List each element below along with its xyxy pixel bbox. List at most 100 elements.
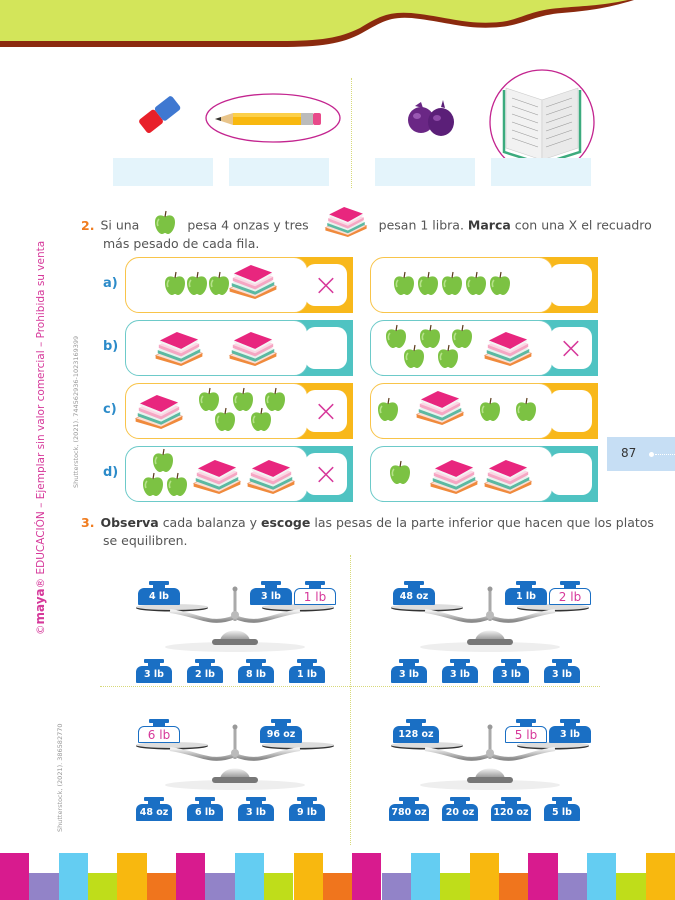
weight-handle [399,797,419,801]
weight-option[interactable]: 3 lb [493,659,529,683]
weight-handle [144,797,164,801]
weight-neck [153,723,165,726]
x-mark: × [313,393,339,429]
weight-option[interactable]: 5 lb [544,797,580,821]
weight-label: 5 lb [544,804,580,821]
items-group [370,446,553,502]
weight-handle [516,581,536,585]
weight-neck [148,801,160,804]
stripe [0,853,30,900]
instr-text: pesa 4 onzas y tres [187,217,309,233]
eraser-icon [139,96,181,134]
exercise-3-instructions-line2: se equilibren. [103,533,188,548]
weight-neck [564,723,576,726]
weight-neck [250,801,262,804]
instr-bold: Marca [467,217,511,233]
weight-neck [148,663,160,666]
weight-label: 1 lb [294,588,336,605]
weight-option[interactable]: 2 lb [187,659,223,683]
answer-checkbox[interactable] [550,264,592,306]
row-label: a) [103,276,118,291]
exercise-number: 3. [81,515,95,530]
weight-option[interactable]: 1 lb [289,659,325,683]
weight-option[interactable]: 3 lb [238,797,274,821]
weight-handle [195,659,215,663]
row-label: b) [103,339,119,354]
weight-neck [199,801,211,804]
weight-neck [556,801,568,804]
books-icon [482,332,534,366]
weight-handle [552,797,572,801]
weight-option[interactable]: 20 oz [442,797,478,821]
comparison-box-right [370,383,598,439]
divider [100,686,600,687]
stripe [469,853,499,900]
apple-icon [163,271,187,297]
answer-box[interactable] [375,158,475,186]
weight-option[interactable]: 3 lb [136,659,172,683]
answer-checkbox[interactable]: × [305,264,347,306]
answer-weight[interactable]: 2 lb [549,581,591,605]
instr-text: cada balanza y [162,515,258,530]
stripe [498,873,529,900]
apple-icon [440,271,464,297]
answer-weight[interactable]: 1 lb [294,581,336,605]
weight-label: 20 oz [442,804,478,821]
weight-label: 3 lb [544,666,580,683]
books-icon [153,332,205,366]
books-icon [323,207,369,237]
weight-option[interactable]: 48 oz [136,797,172,821]
x-mark: × [558,330,584,366]
weight-label: 5 lb [505,726,547,743]
answer-weight[interactable]: 6 lb [138,719,180,743]
weight-handle [149,719,169,723]
answer-checkbox[interactable]: × [305,390,347,432]
pencil-option[interactable] [203,91,343,146]
row-label: c) [103,402,117,417]
weight-label: 96 oz [260,726,302,743]
weight-neck [403,663,415,666]
answer-box[interactable] [229,158,329,186]
weight-handle [144,659,164,663]
weight-handle [404,581,424,585]
weight-option[interactable]: 3 lb [544,659,580,683]
stripe [352,853,382,900]
answer-checkbox[interactable]: × [550,327,592,369]
weight-option[interactable]: 3 lb [391,659,427,683]
onion-icon [408,100,454,136]
weight: 3 lb [250,581,292,605]
weight-label: 48 oz [393,588,435,605]
weight-option[interactable]: 8 lb [238,659,274,683]
items-group [125,320,308,376]
answer-checkbox[interactable] [550,453,592,495]
answer-checkbox[interactable] [550,390,592,432]
instr-text: Si una [100,217,140,233]
decorative-stripes [0,847,675,900]
weight-neck [454,801,466,804]
items-group [370,320,553,376]
copyright-symbol: © [35,624,47,636]
tab-dotted-line [655,454,675,455]
weight-option[interactable]: 6 lb [187,797,223,821]
items-panel [125,320,308,376]
answer-box[interactable] [491,158,591,186]
weight-option[interactable]: 780 oz [389,797,429,821]
pencil-icon [205,93,341,143]
weight-label: 8 lb [238,666,274,683]
x-mark: × [313,456,339,492]
answer-checkbox[interactable]: × [305,453,347,495]
weight-option[interactable]: 9 lb [289,797,325,821]
copyright-text: ® EDUCACIÓN – Ejemplar sin valor comerci… [35,240,47,589]
weight-option[interactable]: 120 oz [491,797,531,821]
instr-text: con una X el recuadro [514,217,652,233]
weight-label: 3 lb [549,726,591,743]
weight-handle [246,797,266,801]
books-icon [227,265,279,299]
answer-weight[interactable]: 5 lb [505,719,547,743]
stripe [616,873,646,900]
answer-checkbox[interactable] [305,327,347,369]
answer-box[interactable] [113,158,213,186]
apple-icon [165,472,189,498]
weight-option[interactable]: 3 lb [442,659,478,683]
weight-handle [501,797,521,801]
